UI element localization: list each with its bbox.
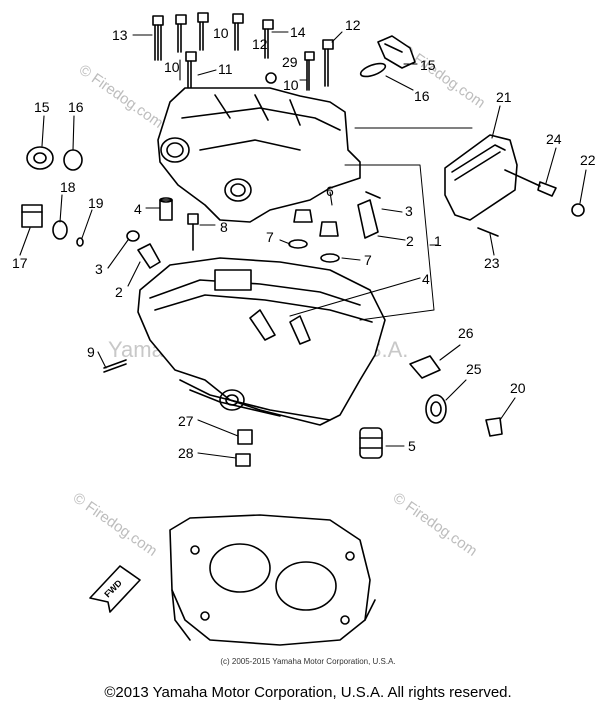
callout-9: 9 bbox=[87, 344, 95, 360]
fwd-arrow bbox=[89, 565, 141, 613]
callout-10b: 10 bbox=[213, 25, 229, 41]
tappet-cover bbox=[444, 134, 518, 221]
callout-4b: 4 bbox=[134, 201, 142, 217]
callout-21: 21 bbox=[496, 89, 512, 105]
callout-2b: 2 bbox=[115, 284, 123, 300]
callout-3: 3 bbox=[405, 203, 413, 219]
callout-25: 25 bbox=[466, 361, 482, 377]
plug-left bbox=[26, 146, 54, 170]
callout-2: 2 bbox=[406, 233, 414, 249]
callout-10a: 10 bbox=[164, 59, 180, 75]
cover-plug bbox=[377, 35, 416, 69]
callout-8: 8 bbox=[220, 219, 228, 235]
washer-left bbox=[52, 220, 68, 240]
callout-7b: 7 bbox=[364, 252, 372, 268]
callout-5: 5 bbox=[408, 438, 416, 454]
callout-22: 22 bbox=[580, 152, 596, 168]
footer-copyright: ©2013 Yamaha Motor Corporation, U.S.A. A… bbox=[104, 684, 512, 701]
parts-drawing bbox=[19, 12, 587, 646]
callout-6: 6 bbox=[326, 183, 334, 199]
valve-guide-left bbox=[137, 243, 161, 269]
callout-11: 11 bbox=[218, 61, 233, 77]
callout-19: 19 bbox=[88, 195, 104, 211]
callout-3b: 3 bbox=[95, 261, 103, 277]
callout-23: 23 bbox=[484, 255, 500, 271]
spacer-5 bbox=[359, 427, 383, 459]
callout-1: 1 bbox=[434, 233, 442, 249]
callout-16b: 16 bbox=[68, 99, 84, 115]
plug-bolt-left bbox=[21, 204, 43, 228]
callout-13: 13 bbox=[112, 27, 128, 43]
callout-29: 29 bbox=[282, 54, 298, 70]
callout-12a: 12 bbox=[252, 36, 268, 52]
callout-17: 17 bbox=[12, 255, 28, 271]
callout-18: 18 bbox=[60, 179, 76, 195]
plug-26 bbox=[409, 355, 441, 379]
callout-26: 26 bbox=[458, 325, 474, 341]
cap-nut-6b bbox=[319, 221, 339, 237]
callout-7: 7 bbox=[266, 229, 274, 245]
gasket-25 bbox=[425, 394, 447, 424]
cap-nut-6a bbox=[293, 209, 313, 223]
watermark-site-1: © Firedog.com bbox=[76, 61, 167, 131]
cylinder-head bbox=[137, 257, 386, 426]
watermark-site-4: © Firedog.com bbox=[390, 489, 481, 559]
head-gasket bbox=[169, 514, 371, 646]
callout-27: 27 bbox=[178, 413, 194, 429]
callout-16a: 16 bbox=[414, 88, 430, 104]
small-copyright: (c) 2005-2015 Yamaha Motor Corporation, … bbox=[220, 657, 396, 666]
callout-10c: 10 bbox=[283, 77, 299, 93]
callouts: 1 2 2 3 3 4 4 5 6 7 7 8 9 10 10 10 11 12… bbox=[12, 17, 596, 461]
head-cover bbox=[157, 87, 361, 223]
callout-28: 28 bbox=[178, 445, 194, 461]
bolt-20 bbox=[485, 417, 503, 437]
callout-15b: 15 bbox=[34, 99, 50, 115]
valve-guide-right bbox=[357, 199, 379, 239]
dowel-4-left bbox=[159, 199, 173, 221]
o-ring-top bbox=[359, 62, 387, 78]
reference-lines bbox=[344, 127, 473, 321]
callout-14: 14 bbox=[290, 24, 306, 40]
callout-12b: 12 bbox=[345, 17, 361, 33]
o-ring-left bbox=[63, 149, 83, 171]
callout-20: 20 bbox=[510, 380, 526, 396]
callout-4: 4 bbox=[422, 271, 430, 287]
leader-lines bbox=[19, 31, 587, 459]
watermark-site-3: © Firedog.com bbox=[70, 489, 161, 559]
callout-24: 24 bbox=[546, 131, 562, 147]
callout-15a: 15 bbox=[420, 57, 436, 73]
head-bolts bbox=[152, 12, 334, 91]
